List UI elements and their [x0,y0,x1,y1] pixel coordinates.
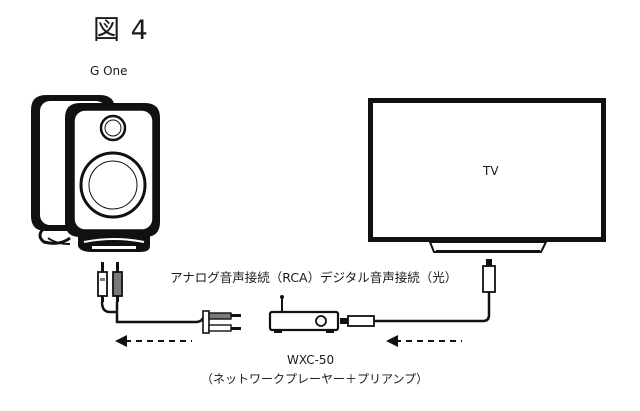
speaker-label: G One [90,64,128,78]
rca-plugs-speaker-side [97,262,123,302]
optical-plug-device-side [340,315,375,327]
optical-plug-tv-side [482,259,496,293]
tv-label: TV [483,164,499,178]
device-description-label: （ネットワークプレーヤー＋プリアンプ） [201,372,429,386]
wxc50-device-illustration [268,295,340,333]
figure-title: 図 4 [93,15,149,46]
volume-knob-icon [315,315,327,327]
speaker-front [65,103,160,252]
device-name-label: WXC-50 [287,353,335,367]
tv-stand [428,241,548,253]
tv-screen [373,103,601,237]
signal-arrow-digital [386,335,462,347]
signal-arrow-analog [115,335,192,347]
tv-illustration [368,98,606,253]
analog-cable [100,301,206,324]
speaker-pair-illustration [31,95,160,252]
analog-connection-label: アナログ音声接続（RCA） [170,270,321,285]
optical-cable [374,292,491,323]
rca-plugs-amp-side [202,310,241,334]
digital-connection-label: デジタル音声接続（光） [320,270,458,285]
